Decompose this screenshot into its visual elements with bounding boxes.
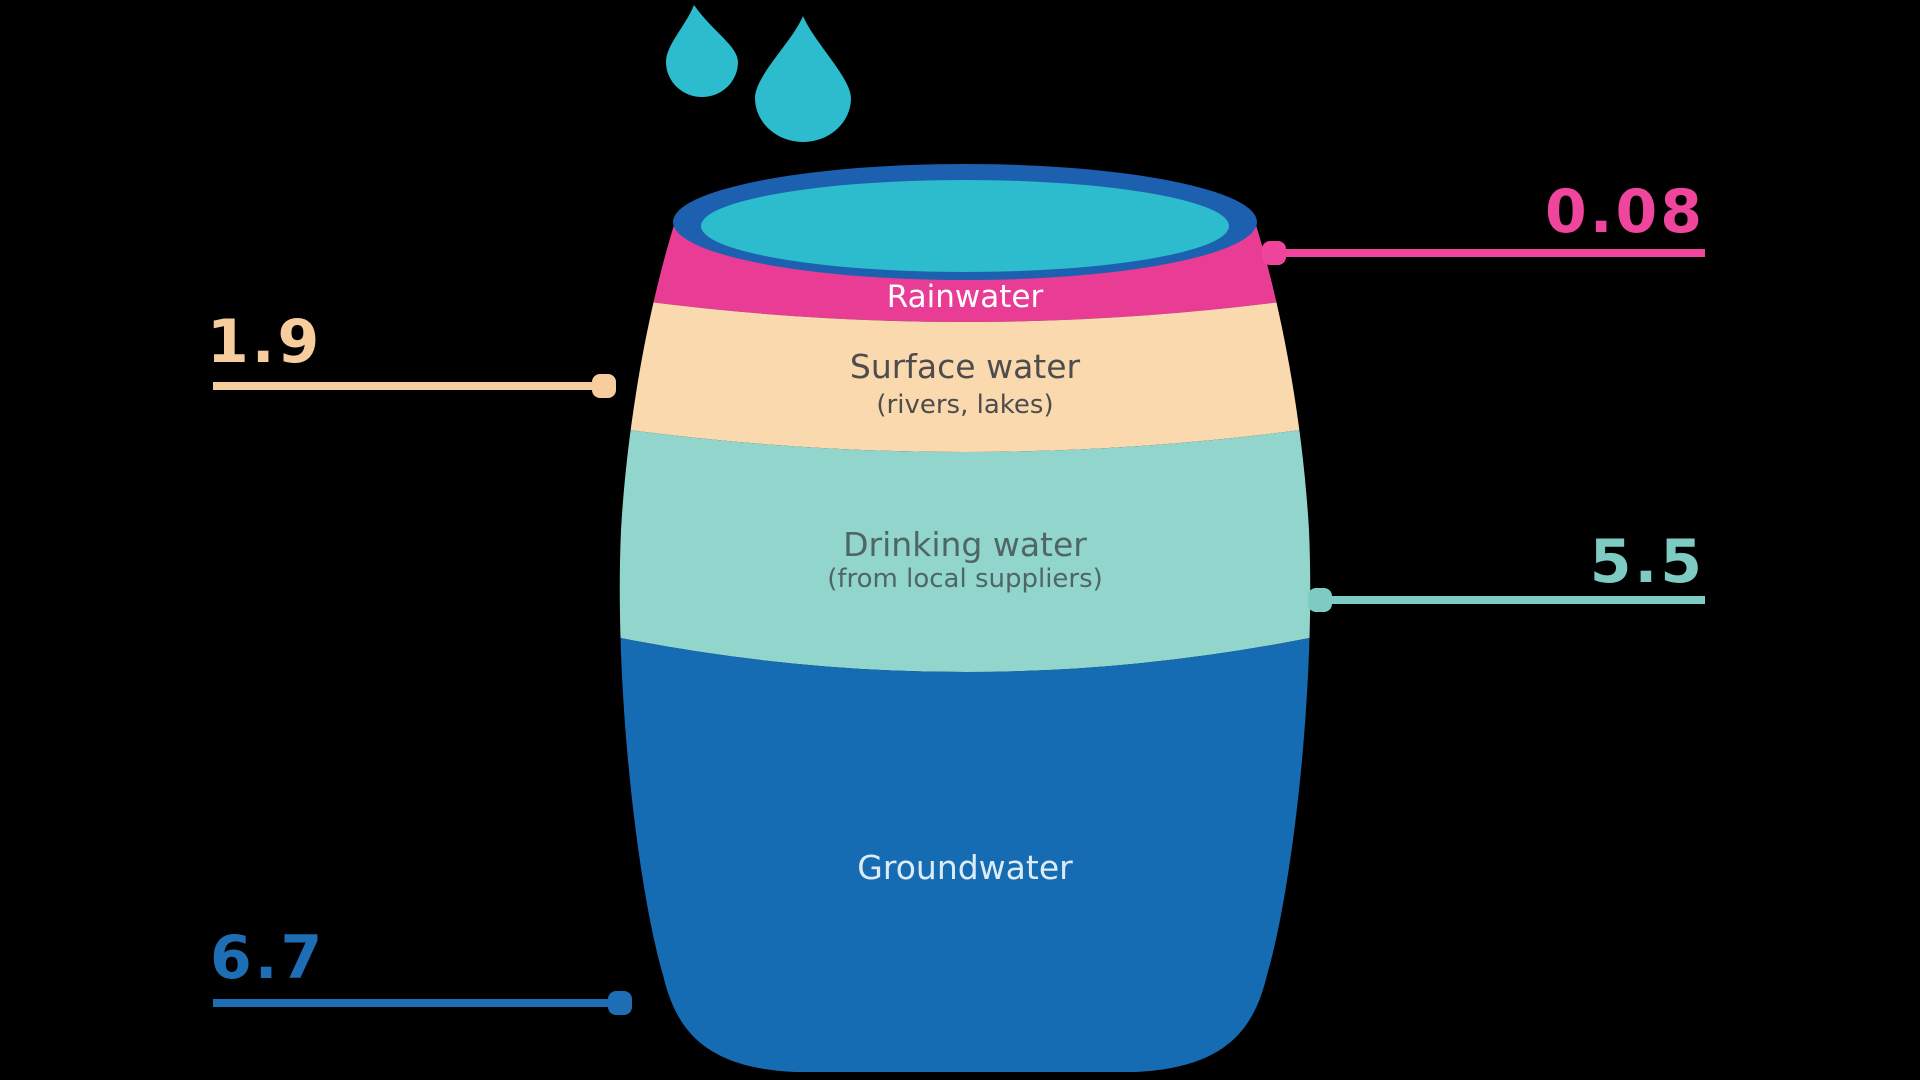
callout-value-groundwater: 6.7 bbox=[210, 923, 326, 993]
segment-sublabel-surface-water: (rivers, lakes) bbox=[876, 390, 1054, 420]
barrel-water-surface bbox=[701, 180, 1229, 272]
segment-groundwater-band bbox=[619, 625, 1311, 1072]
callout-dot-rainwater bbox=[1262, 241, 1286, 265]
segment-label-rainwater: Rainwater bbox=[886, 279, 1044, 315]
callout-dot-surface-water bbox=[592, 374, 616, 398]
segment-label-groundwater: Groundwater bbox=[857, 848, 1073, 887]
barrel-body bbox=[619, 222, 1311, 1072]
segment-drinking-water-band bbox=[619, 420, 1311, 672]
segment-sublabel-drinking-water: (from local suppliers) bbox=[827, 564, 1103, 594]
callout-value-surface-water: 1.9 bbox=[207, 307, 323, 377]
segment-surface-water-band bbox=[619, 289, 1311, 452]
callout-value-drinking-water: 5.5 bbox=[1589, 527, 1705, 597]
callout-value-rainwater: 0.08 bbox=[1544, 177, 1705, 247]
water-drop-small-icon bbox=[666, 5, 738, 97]
segment-label-drinking-water: Drinking water bbox=[843, 525, 1087, 564]
water-drop-large-icon bbox=[755, 16, 851, 142]
segment-label-surface-water: Surface water bbox=[849, 347, 1081, 386]
callout-dot-groundwater bbox=[608, 991, 632, 1015]
callout-dot-drinking-water bbox=[1308, 588, 1332, 612]
